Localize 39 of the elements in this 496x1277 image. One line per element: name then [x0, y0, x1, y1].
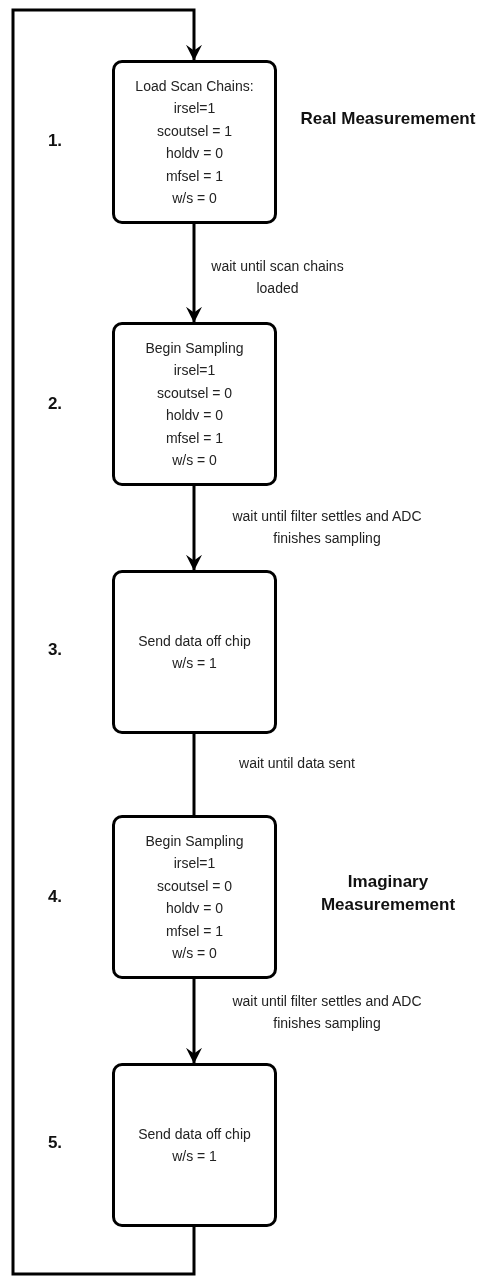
signal-setting: w/s = 1 [172, 1147, 217, 1166]
signal-setting: scoutsel = 0 [156, 383, 233, 403]
arrow [186, 224, 202, 323]
section-label: Imaginary Measuremement [319, 871, 457, 916]
process-box [112, 815, 277, 979]
signal-setting: scoutsel = 0 [156, 876, 233, 896]
process-box [112, 1063, 277, 1227]
connector-line [192, 734, 196, 815]
arrow [11, 8, 202, 1276]
signal-setting: irsel=1 [173, 854, 216, 873]
signal-setting: w/s = 0 [172, 189, 217, 208]
signal-setting: w/s = 1 [172, 654, 217, 673]
section-label: Real Measuremement [299, 108, 477, 130]
signal-setting: irsel=1 [173, 99, 216, 118]
step-number: 2. [46, 393, 64, 415]
step-title: Begin Sampling [145, 831, 244, 851]
signal-setting: mfsel = 1 [165, 921, 224, 941]
signal-setting: holdv = 0 [165, 144, 224, 163]
process-box [112, 322, 277, 486]
step-title: Load Scan Chains: [135, 76, 254, 96]
signal-setting: mfsel = 1 [165, 428, 224, 448]
step-number: 1. [46, 130, 64, 152]
arrow [186, 979, 202, 1064]
step-number: 4. [46, 886, 64, 908]
signal-setting: holdv = 0 [165, 899, 224, 918]
signal-setting: irsel=1 [173, 361, 216, 380]
signal-setting: w/s = 0 [172, 944, 217, 963]
signal-setting: mfsel = 1 [165, 166, 224, 186]
signal-setting: w/s = 0 [172, 451, 217, 470]
step-title: Begin Sampling [145, 338, 244, 358]
step-title: Send data off chip [138, 631, 251, 651]
signal-setting: holdv = 0 [165, 406, 224, 425]
signal-setting: scoutsel = 1 [156, 121, 233, 141]
step-number: 3. [46, 639, 64, 661]
arrow [186, 486, 202, 571]
process-box [112, 60, 277, 224]
process-box [112, 570, 277, 734]
step-title: Send data off chip [138, 1124, 251, 1144]
step-number: 5. [46, 1132, 64, 1154]
